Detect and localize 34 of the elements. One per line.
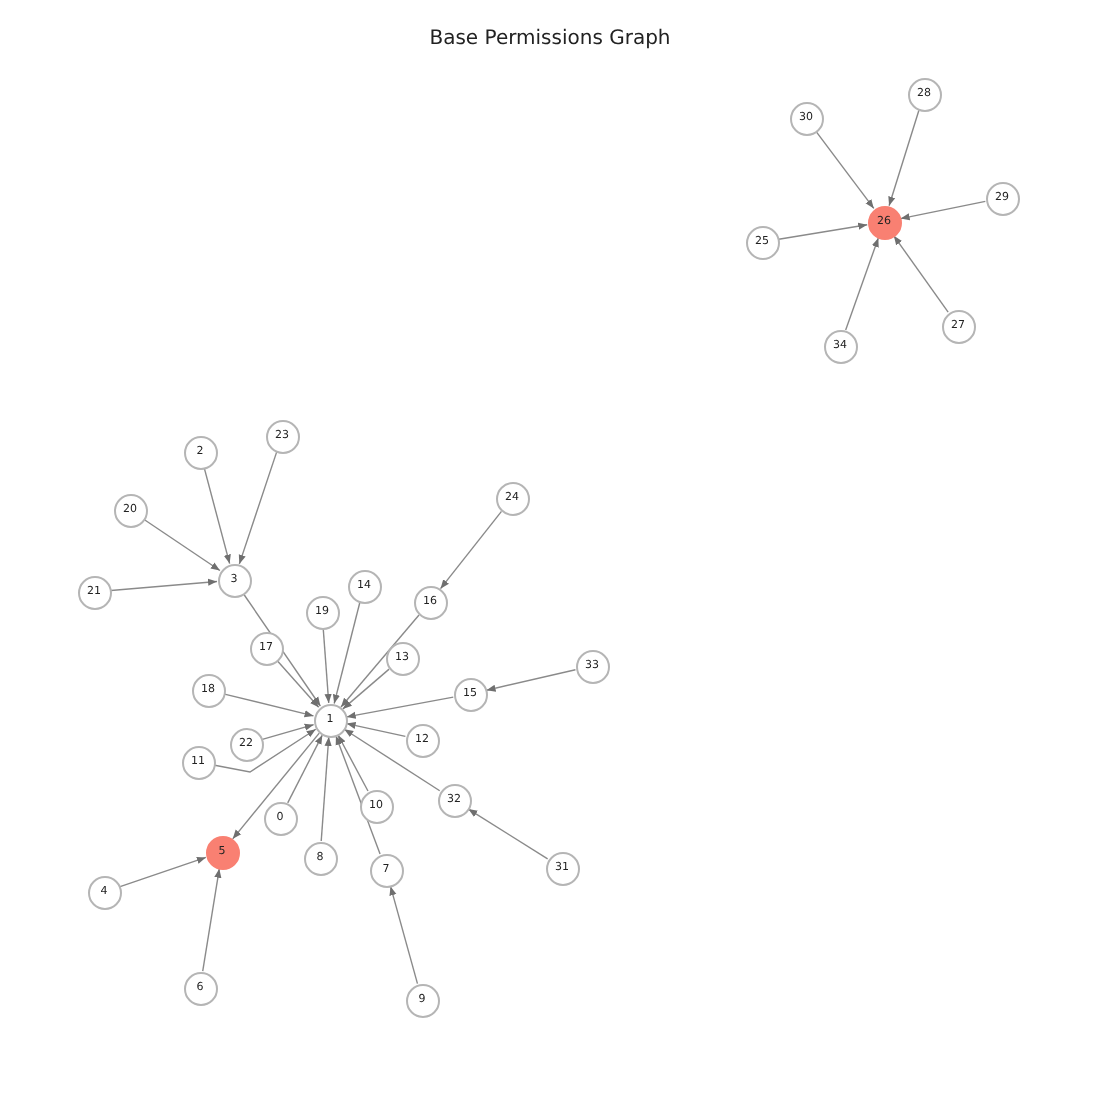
arrow (332, 601, 361, 705)
arrow (439, 510, 503, 590)
arrow (261, 723, 315, 741)
arrow (119, 856, 207, 888)
arrow (287, 734, 323, 804)
arrow (214, 728, 317, 773)
arrow (893, 235, 949, 313)
arrow (320, 736, 332, 842)
arrow (346, 696, 454, 719)
arrow (467, 808, 549, 860)
arrow (110, 578, 218, 592)
arrow (232, 732, 320, 840)
arrow (888, 109, 920, 207)
arrow (276, 660, 320, 708)
arrow (203, 467, 231, 565)
arrow (815, 130, 875, 210)
arrow (389, 885, 419, 985)
arrow (345, 722, 407, 738)
arrow (340, 614, 420, 708)
arrow (202, 868, 222, 972)
arrow (223, 693, 315, 718)
arrow (337, 734, 369, 792)
arrow (485, 669, 577, 692)
arrow (238, 451, 278, 565)
arrow (242, 593, 322, 707)
arrow (322, 628, 332, 704)
arrow (343, 728, 441, 792)
arrow (778, 222, 868, 240)
arrow (844, 237, 880, 331)
arrow (342, 668, 390, 710)
graph-title: Base Permissions Graph (429, 28, 671, 50)
arrow (899, 200, 987, 221)
arrow (143, 518, 221, 572)
arrow (335, 735, 381, 855)
